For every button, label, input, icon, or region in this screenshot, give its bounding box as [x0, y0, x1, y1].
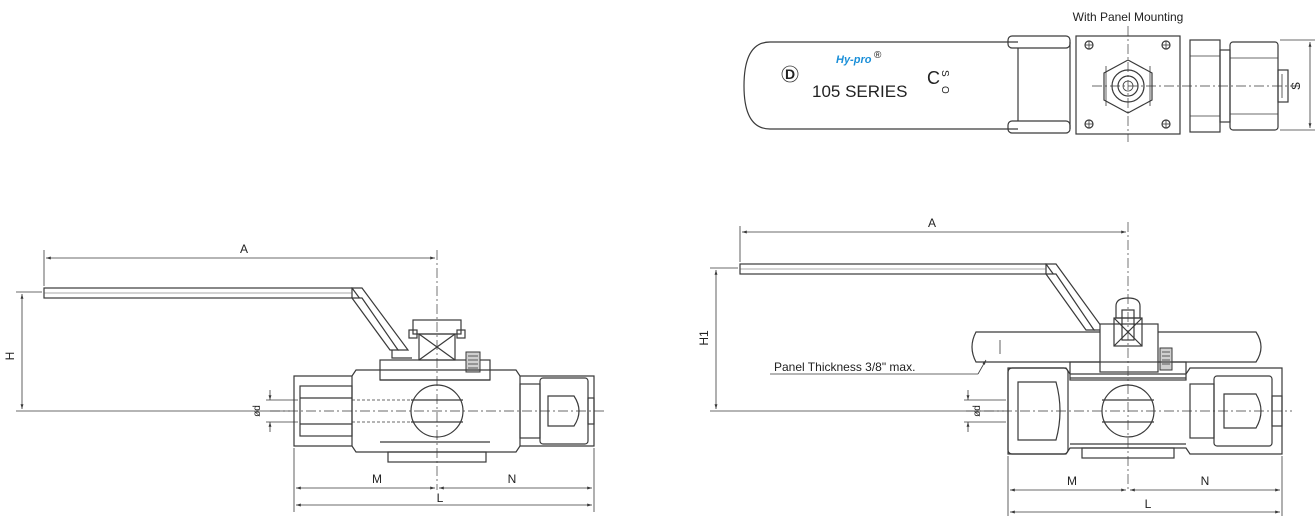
close-mark: C	[927, 68, 940, 88]
dim-s-label: S	[1289, 82, 1303, 90]
brand-mark: ®	[874, 50, 882, 61]
left-body	[293, 369, 595, 463]
top-view-caption: With Panel Mounting	[1073, 10, 1184, 24]
left-dim-m: M	[372, 472, 382, 486]
left-view-standard: A H ød M N L	[3, 242, 604, 512]
right-dim-a: A	[928, 216, 936, 230]
brand-text: Hy-pro	[836, 54, 872, 66]
right-dim-l: L	[1145, 497, 1152, 511]
open-mark-s: S	[939, 70, 950, 77]
left-dim-a: A	[240, 242, 248, 256]
right-dim-od: ød	[972, 405, 983, 417]
panel	[971, 323, 1262, 373]
left-dim-od: ød	[252, 405, 263, 417]
handle-grip-bottom	[1007, 120, 1071, 134]
panel-thickness-note: Panel Thickness 3/8" max.	[774, 360, 915, 374]
series-label: 105 SERIES	[812, 82, 907, 101]
left-dim-h: H	[3, 352, 17, 361]
right-dim-n: N	[1201, 474, 1210, 488]
mounting-screws	[1084, 40, 1171, 129]
top-view-panel-mounting: With Panel Mounting D Hy-pro ® 105 SERIE…	[743, 10, 1315, 142]
open-mark-o: O	[939, 86, 950, 94]
handle-plate	[743, 41, 1018, 130]
right-dim-m: M	[1067, 474, 1077, 488]
logo-letter: D	[785, 66, 795, 82]
right-view-panel-mounting: A H1 Panel Thickness 3/8" max. ød M N L	[697, 216, 1292, 516]
right-handle	[739, 263, 1106, 331]
left-handle	[43, 287, 412, 359]
left-dim-l: L	[437, 491, 444, 505]
right-dim-h1: H1	[697, 330, 711, 346]
left-dim-n: N	[508, 472, 517, 486]
right-body	[1007, 367, 1283, 459]
logo-mark: D	[781, 65, 799, 83]
